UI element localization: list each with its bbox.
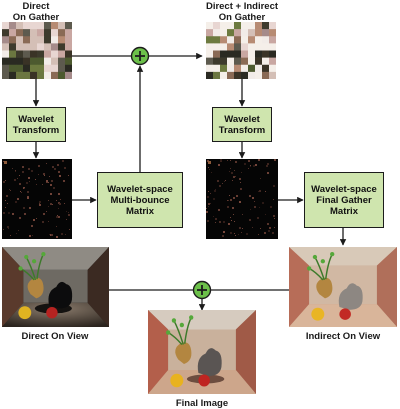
- final-gather-matrix-box: Wavelet-space Final Gather Matrix: [304, 172, 384, 228]
- label-direct-on-gather: Direct On Gather: [0, 1, 72, 23]
- wavelet-transform-left-box: Wavelet Transform: [6, 107, 66, 142]
- scene-final-graphic: [148, 310, 256, 394]
- scene-indirect-graphic: [289, 247, 397, 327]
- label-direct-on-view: Direct On View: [21, 331, 89, 342]
- box-line: Matrix: [330, 205, 358, 217]
- final-image: [148, 310, 256, 394]
- plus-node-icon: [130, 46, 150, 66]
- indirect-on-view-image: [289, 247, 397, 327]
- wavelet-transform-right-box: Wavelet Transform: [212, 107, 272, 142]
- direct-on-view-image: [2, 247, 109, 327]
- label-final-image: Final Image: [175, 398, 229, 409]
- label-line: On Gather: [12, 12, 60, 23]
- direct-gather-mosaic: [2, 22, 72, 79]
- label-direct-indirect-on-gather: Direct + Indirect On Gather: [196, 1, 288, 23]
- plus-node-icon: [192, 280, 212, 300]
- box-line: Transform: [12, 124, 60, 136]
- label-line: On Gather: [218, 12, 266, 23]
- box-line: Final Gather: [316, 194, 372, 206]
- box-line: Matrix: [126, 205, 154, 217]
- box-line: Transform: [218, 124, 266, 136]
- wavelet-coefficients-left: [2, 159, 72, 239]
- box-line: Wavelet: [18, 113, 54, 125]
- scene-direct-graphic: [2, 247, 109, 327]
- direct-indirect-gather-mosaic: [206, 22, 276, 79]
- box-line: Wavelet-space: [107, 183, 173, 195]
- box-line: Wavelet: [224, 113, 260, 125]
- multibounce-matrix-box: Wavelet-space Multi-bounce Matrix: [97, 172, 183, 228]
- label-indirect-on-view: Indirect On View: [305, 331, 381, 342]
- label-line: Direct: [22, 1, 50, 12]
- wavelet-coefficients-right: [206, 159, 278, 239]
- label-line: Direct + Indirect: [205, 1, 279, 12]
- box-line: Multi-bounce: [110, 194, 170, 206]
- box-line: Wavelet-space: [311, 183, 377, 195]
